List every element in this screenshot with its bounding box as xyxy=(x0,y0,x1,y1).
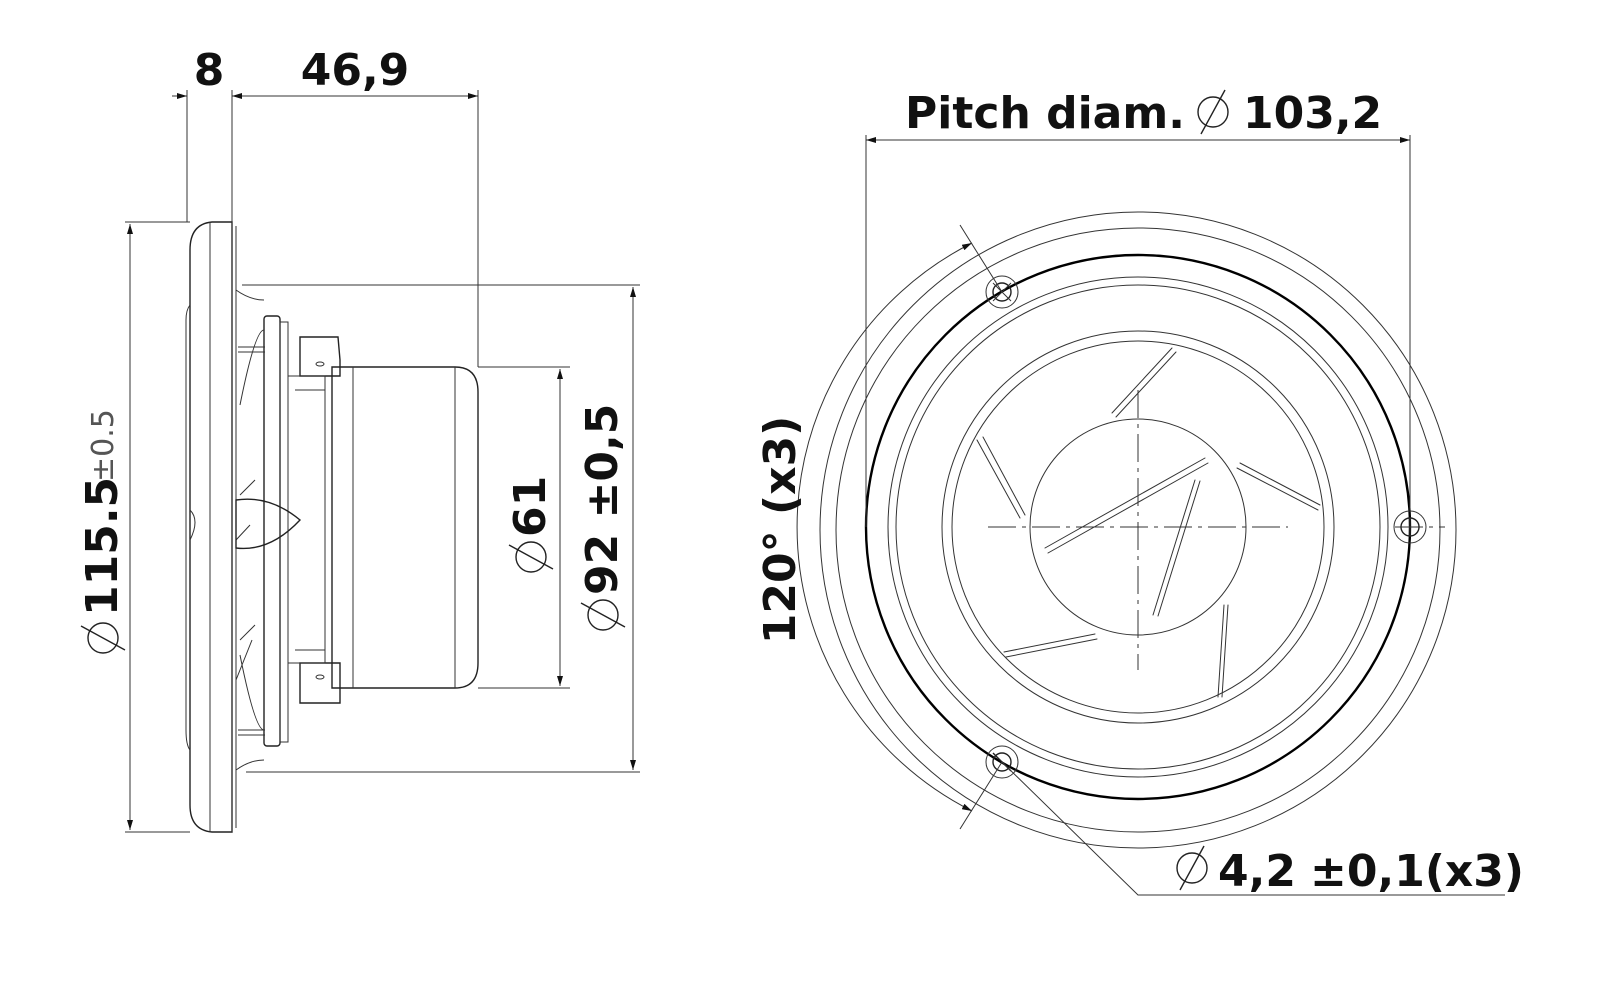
front-view: Pitch diam. 103,2 120° (x3) 4,2 ±0,1(x3) xyxy=(755,88,1524,897)
outer-rim xyxy=(819,211,1457,849)
diameter-icon xyxy=(80,622,126,654)
diameter-icon xyxy=(508,541,554,573)
diameter-icon xyxy=(1176,845,1208,891)
diameter-icon xyxy=(1197,89,1229,135)
hole-diameter: 4,2 xyxy=(1218,846,1296,897)
diameter-icon xyxy=(580,599,626,631)
flange xyxy=(189,221,233,833)
cutout-diameter-label: 92 ±0,5 xyxy=(577,404,628,595)
hole-tolerance: ±0,1(x3) xyxy=(1310,846,1524,897)
outer-diameter-tolerance: ±0.5 xyxy=(86,409,121,482)
mounting-hole xyxy=(1393,510,1427,544)
hole-leader xyxy=(1001,761,1505,896)
terminal-dome xyxy=(235,498,302,550)
pitch-value: 103,2 xyxy=(1243,88,1382,139)
angle-arc xyxy=(796,242,973,812)
outer-diameter-label: 115.5 xyxy=(77,477,128,616)
terminal-top xyxy=(299,336,341,377)
depth-label: 46,9 xyxy=(301,45,410,96)
cone xyxy=(941,330,1335,724)
terminal-bottom xyxy=(299,662,341,704)
pitch-label: Pitch diam. xyxy=(905,88,1185,139)
magnet-diameter-label: 61 xyxy=(505,476,556,537)
basket xyxy=(235,289,341,771)
angle-label: 120° (x3) xyxy=(755,416,806,644)
flange-thickness-label: 8 xyxy=(194,45,225,96)
magnet xyxy=(331,366,479,689)
cone-ribs xyxy=(976,347,1321,698)
side-view: 8 46,9 115.5 ±0.5 61 92 ±0,5 xyxy=(77,45,640,833)
